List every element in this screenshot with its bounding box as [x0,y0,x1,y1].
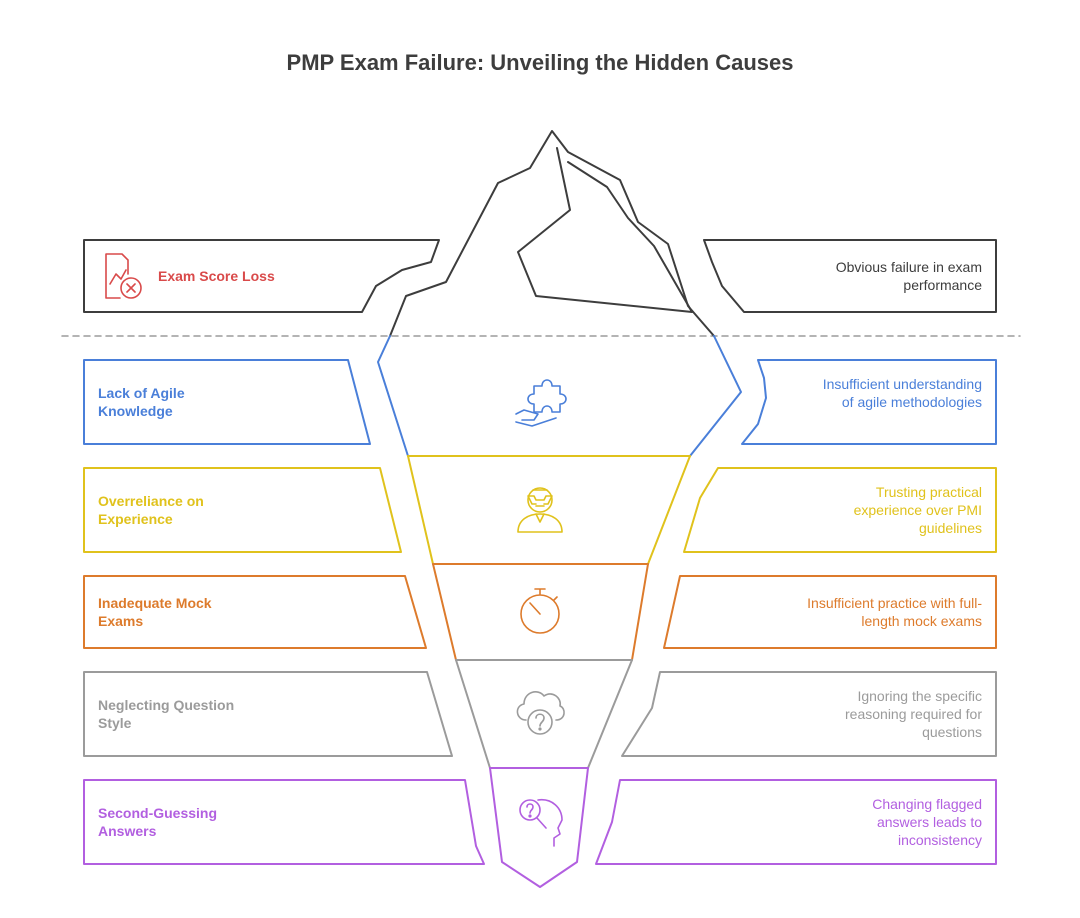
iceberg-tip-inner [517,147,693,313]
style-right-box [621,671,997,757]
surface-left-box [83,239,440,313]
diagram-title: PMP Exam Failure: Unveiling the Hidden C… [286,50,794,75]
stopwatch-icon [520,588,560,634]
chart-error-icon [105,253,142,299]
cause-description-style: Ignoring the specific reasoning required… [845,688,982,740]
iceberg-layer-experience [407,455,691,565]
iceberg-layer-agile [377,335,742,457]
agile-left-box [83,359,371,445]
experience-right-box [683,467,997,553]
iceberg-tip-outline [389,130,715,337]
surface-label: Exam Score Loss [158,268,275,284]
style-left-box [83,671,453,757]
iceberg-layer-mock [432,563,649,661]
surface-description: Obvious failure in exam performance [835,259,982,293]
iceberg-layer-guessing [489,767,589,888]
cause-label-style: Neglecting Question Style [98,697,235,731]
cause-description-agile: Insufficient understanding of agile meth… [822,376,982,410]
puzzle-hand-icon [515,379,567,427]
experience-left-box [83,467,402,553]
surface-right-box [703,239,997,313]
mock-right-box [663,575,997,649]
iceberg-layer-style [455,659,633,769]
cause-label-agile: Lack of Agile Knowledge [98,385,185,419]
cause-description-guessing: Changing flagged answers leads to incons… [872,796,982,848]
person-mask-icon [517,487,563,533]
cause-description-experience: Trusting practical experience over PMI g… [853,484,982,536]
cause-label-experience: Overreliance on Experience [98,493,204,527]
mock-left-box [83,575,427,649]
cloud-question-icon [516,691,565,735]
agile-right-box [741,359,997,445]
guessing-right-box [595,779,997,865]
cause-description-mock: Insufficient practice with full-length m… [807,595,982,629]
guessing-left-box [83,779,485,865]
cause-label-guessing: Second-Guessing Answers [98,805,218,839]
cause-label-mock: Inadequate Mock Exams [98,595,212,629]
head-question-icon [519,798,563,847]
